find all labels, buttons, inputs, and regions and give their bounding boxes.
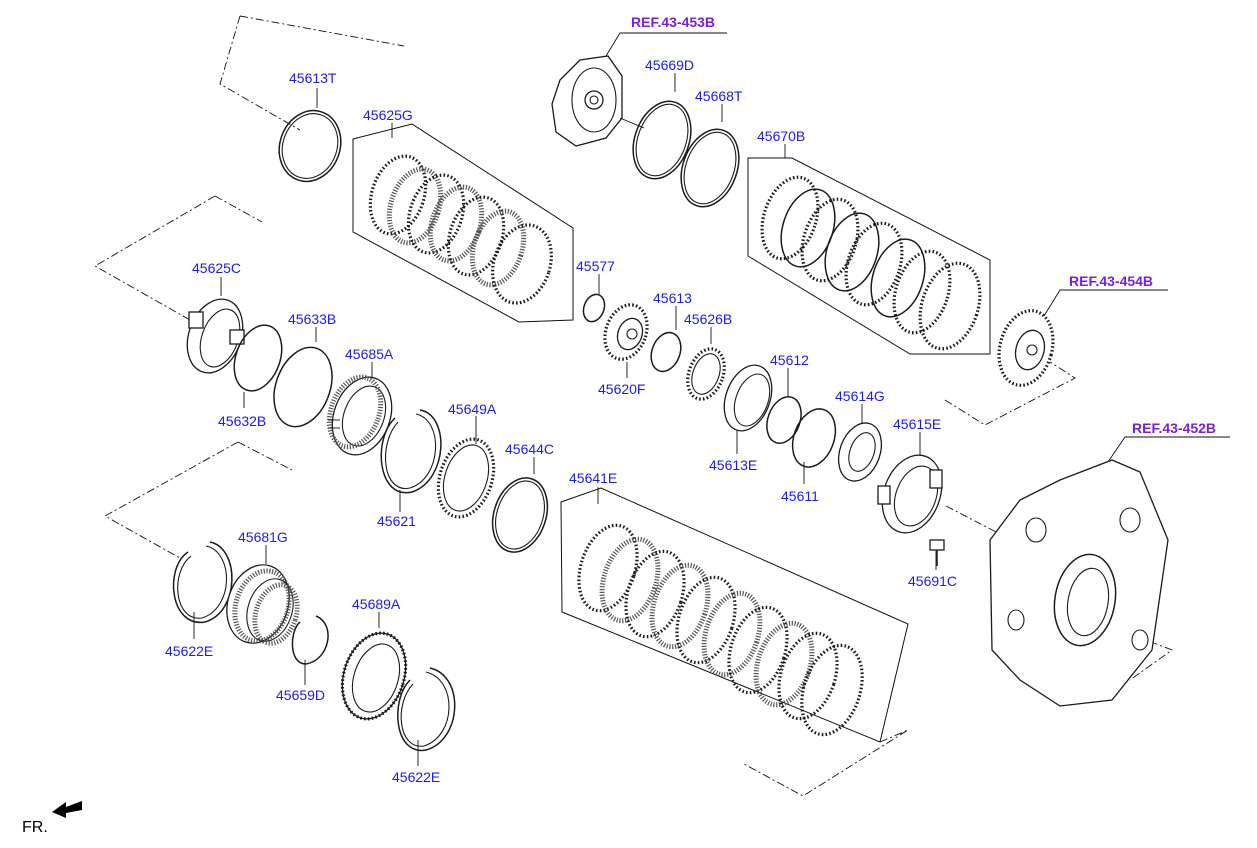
seal-ring-45669D [632,100,692,180]
leader-lines [193,32,1230,766]
front-direction-label: FR. [22,819,48,836]
label-45615E[interactable]: 45615E [893,416,941,432]
ref-label-454B[interactable]: REF.43-454B [1069,273,1153,289]
label-45641E[interactable]: 45641E [569,470,617,486]
label-45670B[interactable]: 45670B [757,128,805,144]
ref-label-453B[interactable]: REF.43-453B [631,14,715,30]
label-45649A[interactable]: 45649A [448,401,497,417]
snap-ring-45613T [278,109,342,183]
transmission-case-452B [989,459,1169,707]
reference-labels: REF.43-453B REF.43-454B REF.43-452B [631,14,1216,436]
dashed-outlines [94,15,1173,797]
ring-45644C [491,477,549,553]
retainer-45625C [186,298,245,374]
label-45622E-top[interactable]: 45622E [165,643,213,659]
label-45689A[interactable]: 45689A [352,596,401,612]
clutch-pack-45641E [577,523,864,737]
ref-label-452B[interactable]: REF.43-452B [1132,420,1216,436]
clutch-pack-45670B [760,175,982,351]
clutch-pack-45625G [368,154,553,305]
label-45611[interactable]: 45611 [781,488,819,504]
disc-45649A [436,437,496,519]
label-45625G[interactable]: 45625G [363,107,413,123]
label-45659D[interactable]: 45659D [276,687,325,703]
label-45620F[interactable]: 45620F [598,381,645,397]
plate-45689A [340,631,408,721]
label-45613[interactable]: 45613 [653,290,692,306]
label-45577[interactable]: 45577 [576,258,615,274]
label-45625C[interactable]: 45625C [192,260,241,276]
seal-ring-45612 [766,396,802,444]
label-45681G[interactable]: 45681G [238,529,288,545]
snap-ring-45622E-top [172,541,233,623]
seal-ring-45611 [791,408,837,468]
group-boxes [352,123,991,743]
snap-ring-45621 [380,409,442,494]
label-45621[interactable]: 45621 [377,513,416,529]
label-45668T[interactable]: 45668T [695,88,743,104]
label-45614G[interactable]: 45614G [835,388,885,404]
label-45644C[interactable]: 45644C [505,441,554,457]
label-45669D[interactable]: 45669D [645,57,694,73]
bearing-45626B [686,347,726,401]
piston-45614G [837,422,883,482]
snap-ring-45659D [291,615,329,665]
label-45612[interactable]: 45612 [770,352,809,368]
piston-45613E [723,364,773,432]
retainer-45615E [877,454,943,534]
label-45633B[interactable]: 45633B [288,311,336,327]
ring-45633B [273,346,333,428]
bolt-45691C [929,539,945,566]
thrust-washer-45577 [582,293,606,323]
front-direction-arrow-icon [52,801,82,818]
snap-ring-45613 [650,331,682,373]
label-45613T[interactable]: 45613T [289,70,337,86]
snap-ring-45622E-bottom [397,667,456,751]
label-45626B[interactable]: 45626B [684,311,732,327]
hub-45620F [603,303,649,361]
drum-45681G [226,564,300,646]
label-45613E[interactable]: 45613E [709,457,757,473]
label-45622E-bottom[interactable]: 45622E [392,769,440,785]
part-labels: 45613T 45625G 45625C 45633B 45685A 45632… [165,57,957,785]
ring-45632B [233,324,283,392]
label-45632B[interactable]: 45632B [218,413,266,429]
label-45691C[interactable]: 45691C [908,573,957,589]
pump-assembly-453B [551,55,645,147]
seal-ring-45668T [680,128,740,208]
gear-454B [997,309,1055,387]
label-45685A[interactable]: 45685A [345,346,394,362]
front-direction-indicator: FR. [22,801,82,836]
